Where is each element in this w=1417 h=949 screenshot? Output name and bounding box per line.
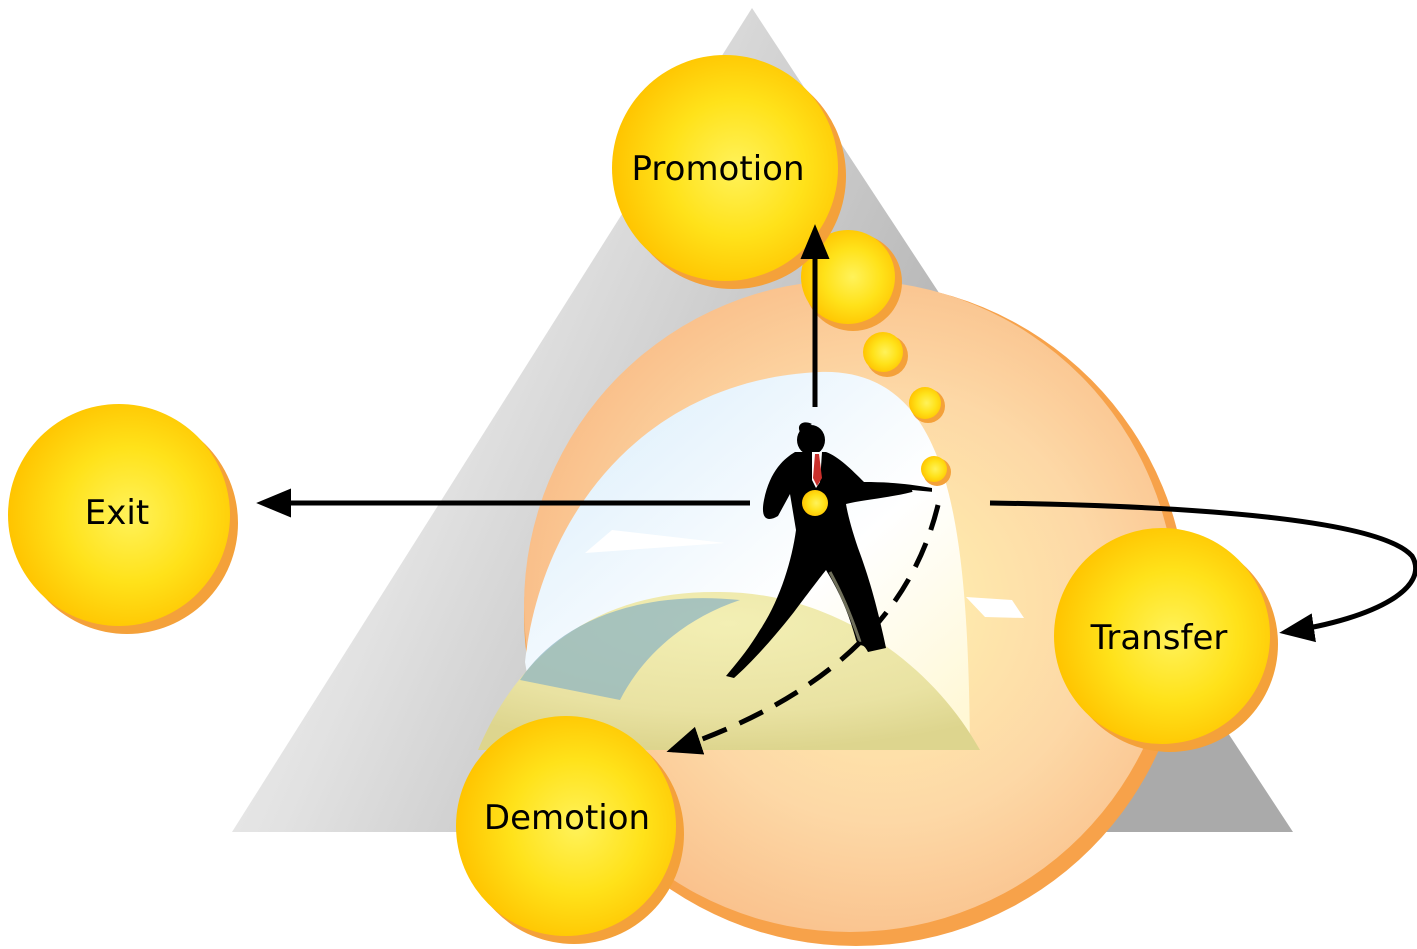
arrow-to-transfer [989,500,1417,643]
demotion-circle [456,716,676,936]
transfer-label: Transfer [1090,618,1228,658]
cloud-right [966,597,1024,618]
hill-shadow [520,598,740,700]
node-demotion: Demotion [456,716,684,944]
thought-bubble-3-inner [863,332,903,372]
transfer-circle [1054,528,1270,744]
arrow-to-demotion [666,504,941,755]
node-transfer: Transfer [1054,528,1278,752]
cloud-left [585,530,725,553]
exit-circle [8,404,230,626]
promotion-circle [612,55,838,281]
thought-bubble-1-inner [921,456,947,482]
promotion-label: Promotion [632,149,805,189]
node-promotion: Promotion [612,55,846,289]
businessman-figure [726,422,938,678]
demotion-label: Demotion [484,798,650,838]
exit-label: Exit [85,493,149,533]
node-exit: Exit [8,404,238,634]
thought-bubble-2-inner [909,387,941,419]
